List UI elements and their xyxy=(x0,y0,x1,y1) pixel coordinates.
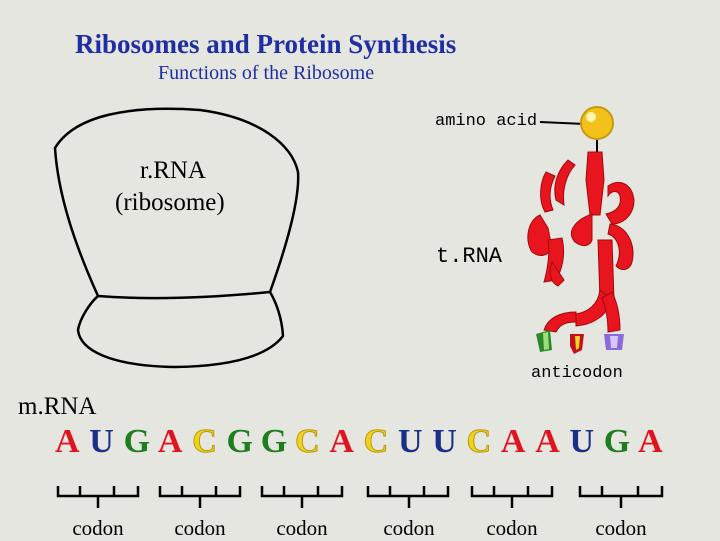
ribosome-large-subunit xyxy=(53,107,300,300)
codon-label: codon xyxy=(174,516,226,540)
mrna-base: G xyxy=(123,423,151,460)
mrna-base: G xyxy=(260,423,288,460)
amino-acid-pointer xyxy=(539,121,586,125)
codon-label: codon xyxy=(276,516,328,540)
mrna-base: U xyxy=(569,423,595,460)
codon-label: codon xyxy=(595,516,647,540)
mrna-base: U xyxy=(432,423,457,460)
codon-brackets xyxy=(56,486,664,508)
ribosome-sublabel: (ribosome) xyxy=(115,189,225,216)
trna-label: t.RNA xyxy=(436,244,503,269)
mrna-base: A xyxy=(500,423,526,460)
mrna-base: U xyxy=(89,423,114,460)
trna-shape xyxy=(527,151,635,333)
ribosome-outline xyxy=(53,107,300,369)
anticodon-bases xyxy=(536,330,624,354)
anticodon-label: anticodon xyxy=(531,364,623,383)
codon-label: codon xyxy=(383,516,435,540)
slide-title: Ribosomes and Protein Synthesis xyxy=(75,29,457,59)
amino-acid-highlight xyxy=(586,112,596,122)
codon-label: codon xyxy=(72,516,124,540)
mrna-base: A xyxy=(157,423,183,460)
codon-label: codon xyxy=(486,516,538,540)
mrna-base: C xyxy=(192,423,218,461)
ribosome-label: r.RNA xyxy=(140,157,206,184)
mrna-base: A xyxy=(55,423,80,460)
mrna-base: C xyxy=(295,423,321,461)
mrna-base: C xyxy=(466,423,492,461)
mrna-base: G xyxy=(226,423,253,460)
mrna-base: A xyxy=(329,423,354,460)
slide-subtitle: Functions of the Ribosome xyxy=(158,62,375,84)
amino-acid-label: amino acid xyxy=(435,112,538,131)
mrna-base: G xyxy=(603,423,631,460)
mrna-base: C xyxy=(363,423,389,461)
ribosome-small-subunit xyxy=(76,291,285,369)
mrna-label: m.RNA xyxy=(18,393,97,420)
mrna-base: A xyxy=(638,423,663,460)
mrna-base: A xyxy=(535,423,560,460)
mrna-base: U xyxy=(398,423,423,460)
